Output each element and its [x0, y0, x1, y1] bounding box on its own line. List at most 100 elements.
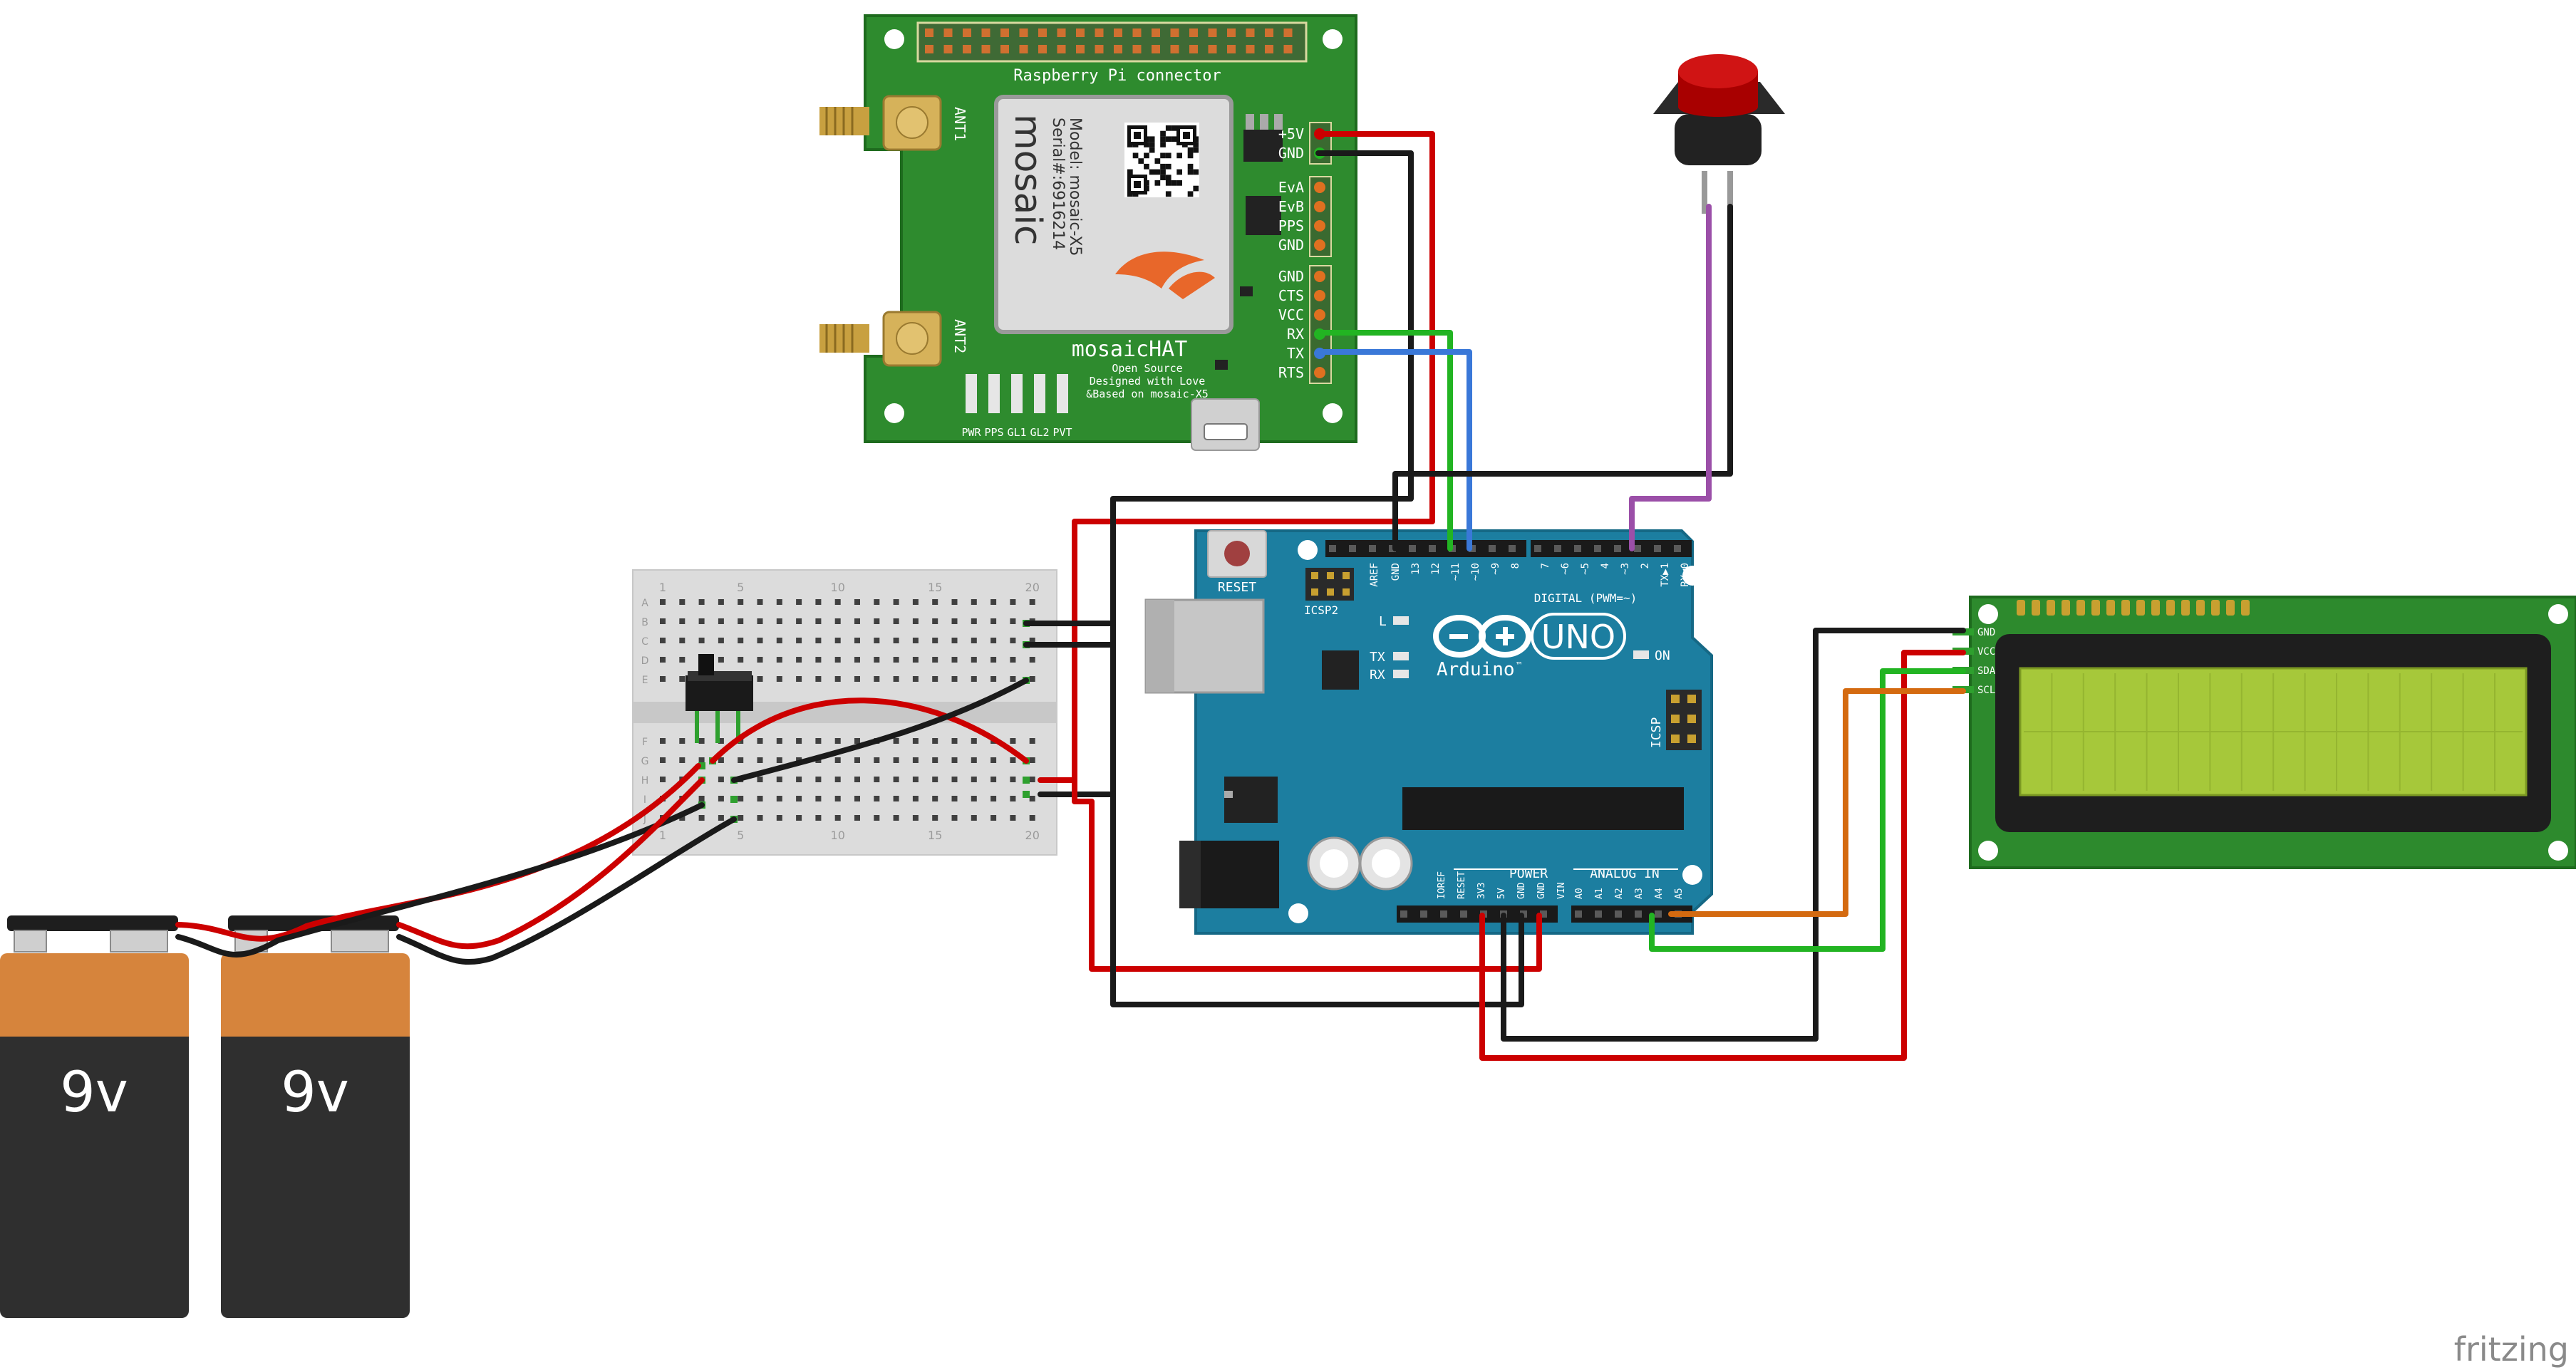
bb-hole [796, 676, 802, 682]
wire-hat-tx [1315, 349, 1472, 551]
bb-hole [796, 657, 802, 663]
pin-label: ~5 [1580, 563, 1591, 575]
icsp2-header [1305, 568, 1354, 601]
pin-label: GND [1278, 268, 1304, 285]
bb-hole [679, 599, 686, 605]
reset-button[interactable] [1207, 530, 1267, 578]
bb-hole [971, 618, 977, 624]
mount-hole [1978, 604, 1998, 624]
bb-hole [971, 638, 977, 643]
rpi-pin [1000, 28, 1009, 37]
bb-hole [912, 676, 919, 682]
bb-col-number: 5 [737, 829, 744, 842]
lcd-top-pin [2151, 600, 2160, 616]
wires [175, 131, 1966, 1061]
bb-hole [815, 638, 822, 643]
push-button[interactable] [1653, 54, 1785, 214]
pin-label: A1 [1594, 888, 1605, 899]
uno-badge [1531, 613, 1626, 660]
slide-switch[interactable] [686, 654, 753, 743]
rpi-pin [1057, 45, 1066, 53]
bb-row-label: F [642, 737, 648, 748]
rpi-pin [943, 28, 953, 37]
wire-vin [1072, 777, 1542, 972]
bb-hole [874, 638, 880, 643]
bb-hole [757, 757, 763, 763]
bb-hole [660, 638, 666, 643]
bb-hole [718, 599, 724, 605]
rpi-pin [1038, 45, 1047, 53]
bb-hole [1029, 676, 1035, 682]
lcd-top-pin [2076, 600, 2085, 616]
pin-label: 3V3 [1476, 883, 1487, 899]
bb-hole [757, 676, 763, 682]
board-name: mosaicHAT [1072, 337, 1188, 362]
rpi-pin [1227, 28, 1236, 37]
bb-hole [893, 657, 899, 663]
mount-hole [1978, 841, 1998, 861]
bb-hole [1029, 738, 1035, 744]
bb-hole [796, 638, 802, 643]
bb-hole [679, 757, 686, 763]
bb-hole [776, 777, 782, 782]
bb-hole [990, 638, 997, 643]
led-rx-label: RX [1370, 668, 1385, 683]
bb-hole [893, 599, 899, 605]
bb-hole [990, 757, 997, 763]
pin-label: 2 [1640, 563, 1651, 569]
led-label: PWR [961, 426, 981, 439]
bb-hole [932, 815, 938, 821]
bb-col-number: 20 [1025, 581, 1040, 594]
status-led [1057, 374, 1068, 413]
module-model: Model: mosaic-X5 [1066, 118, 1084, 256]
board-subtitle-2: Designed with Love [1090, 375, 1206, 388]
led-l [1393, 616, 1409, 625]
bb-hole [834, 638, 841, 643]
bb-col-number: 10 [831, 581, 845, 594]
bb-row-label: E [642, 675, 648, 686]
icsp-label: ICSP [1649, 717, 1664, 748]
bb-hole [698, 638, 705, 643]
bb-hole [893, 777, 899, 782]
bb-hole [815, 618, 822, 624]
header-socket [1400, 910, 1407, 918]
bb-hole [698, 599, 705, 605]
battery-1 [0, 915, 189, 1318]
pin-label: GND [1536, 882, 1547, 899]
pin-label: ~3 [1620, 563, 1631, 575]
pin-label: 13 [1410, 563, 1422, 575]
pin-label: GND [1516, 882, 1527, 899]
header-socket [1420, 910, 1427, 918]
bb-hole [738, 757, 744, 763]
rpi-pin [1114, 28, 1122, 37]
bb-hole [834, 815, 841, 821]
bb-hole [757, 777, 763, 782]
bb-hole [912, 796, 919, 801]
bb-hole [932, 757, 938, 763]
bb-col-number: 1 [659, 829, 666, 842]
bb-hole [796, 618, 802, 624]
bb-hole [1029, 815, 1035, 821]
bb-hole [1010, 676, 1016, 682]
lcd-top-pin [2226, 600, 2235, 616]
regulator-chip [1243, 130, 1283, 162]
rpi-pin [1132, 28, 1142, 37]
bb-hole [951, 599, 958, 605]
header-socket [1540, 910, 1547, 918]
mount-hole [884, 29, 904, 49]
arduino-model: UNO [1541, 618, 1615, 656]
rpi-pin [1152, 28, 1160, 37]
pin-label: A0 [1574, 888, 1585, 899]
bb-hole [776, 815, 782, 821]
bb-hole [698, 738, 705, 744]
bb-hole [912, 738, 919, 744]
pin-label: 12 [1430, 563, 1442, 575]
wire-battery-red-1 [175, 763, 701, 942]
header-pin [1314, 182, 1325, 193]
bb-hole [1029, 657, 1035, 663]
bb-hole [951, 738, 958, 744]
rpi-pin [1170, 28, 1179, 37]
bb-hole [796, 796, 802, 801]
pin-label: GND [1278, 145, 1304, 162]
mount-hole [2548, 841, 2568, 861]
